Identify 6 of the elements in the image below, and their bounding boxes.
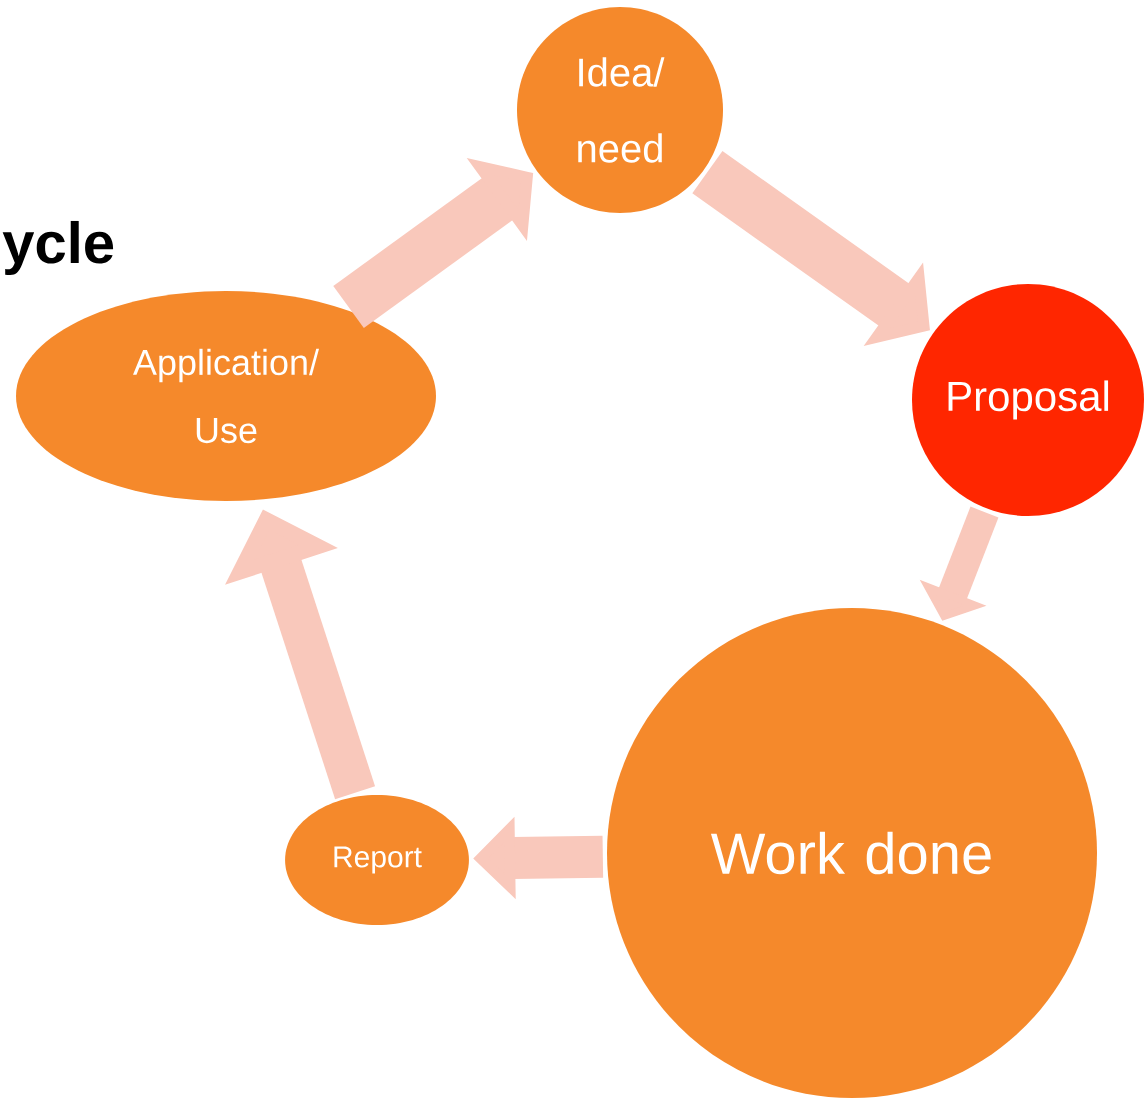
title: ycle <box>2 220 114 275</box>
ellipse-node: Application/ Use <box>16 291 436 501</box>
ellipse-node: Report <box>285 795 469 925</box>
circle-node: Idea/ need <box>517 7 723 213</box>
circle-node: Work done <box>607 608 1097 1098</box>
circle-node: Proposal <box>912 284 1144 516</box>
